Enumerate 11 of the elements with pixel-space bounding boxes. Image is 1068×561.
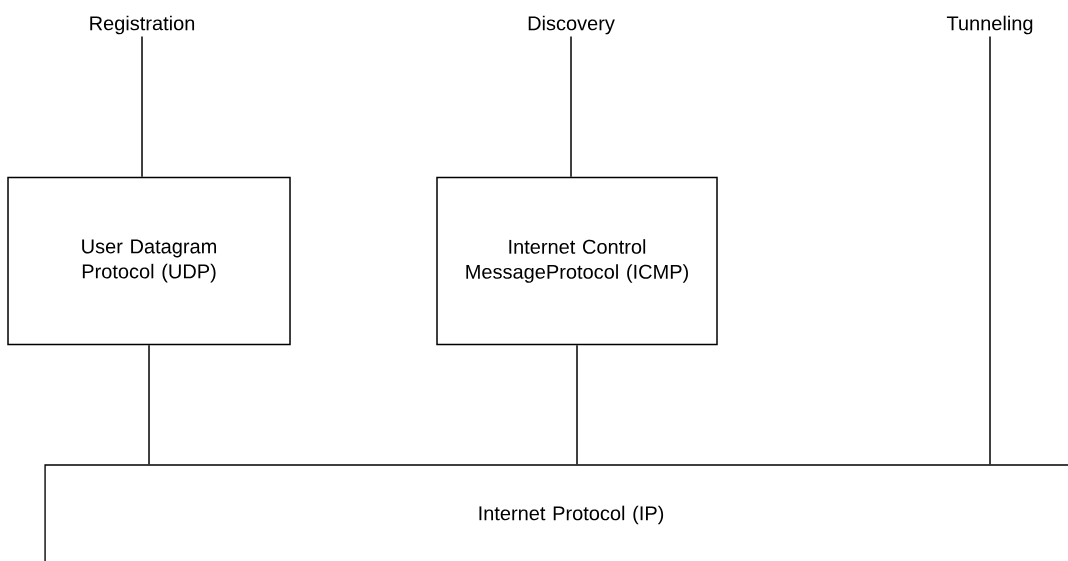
protocol-box: Internet Control MessageProtocol (ICMP): [436, 176, 718, 346]
connector-line: [148, 344, 150, 465]
connector-line: [141, 35, 143, 178]
layer-label: Discovery: [528, 15, 615, 35]
protocol-box: Internet Protocol (IP): [44, 464, 1068, 561]
connector-line: [989, 35, 991, 465]
layer-label: Registration: [90, 15, 195, 35]
layer-label: Tunneling: [946, 15, 1033, 35]
connector-line: [570, 35, 572, 178]
connector-line: [576, 344, 578, 465]
protocol-box: User Datagram Protocol (UDP): [7, 176, 291, 346]
